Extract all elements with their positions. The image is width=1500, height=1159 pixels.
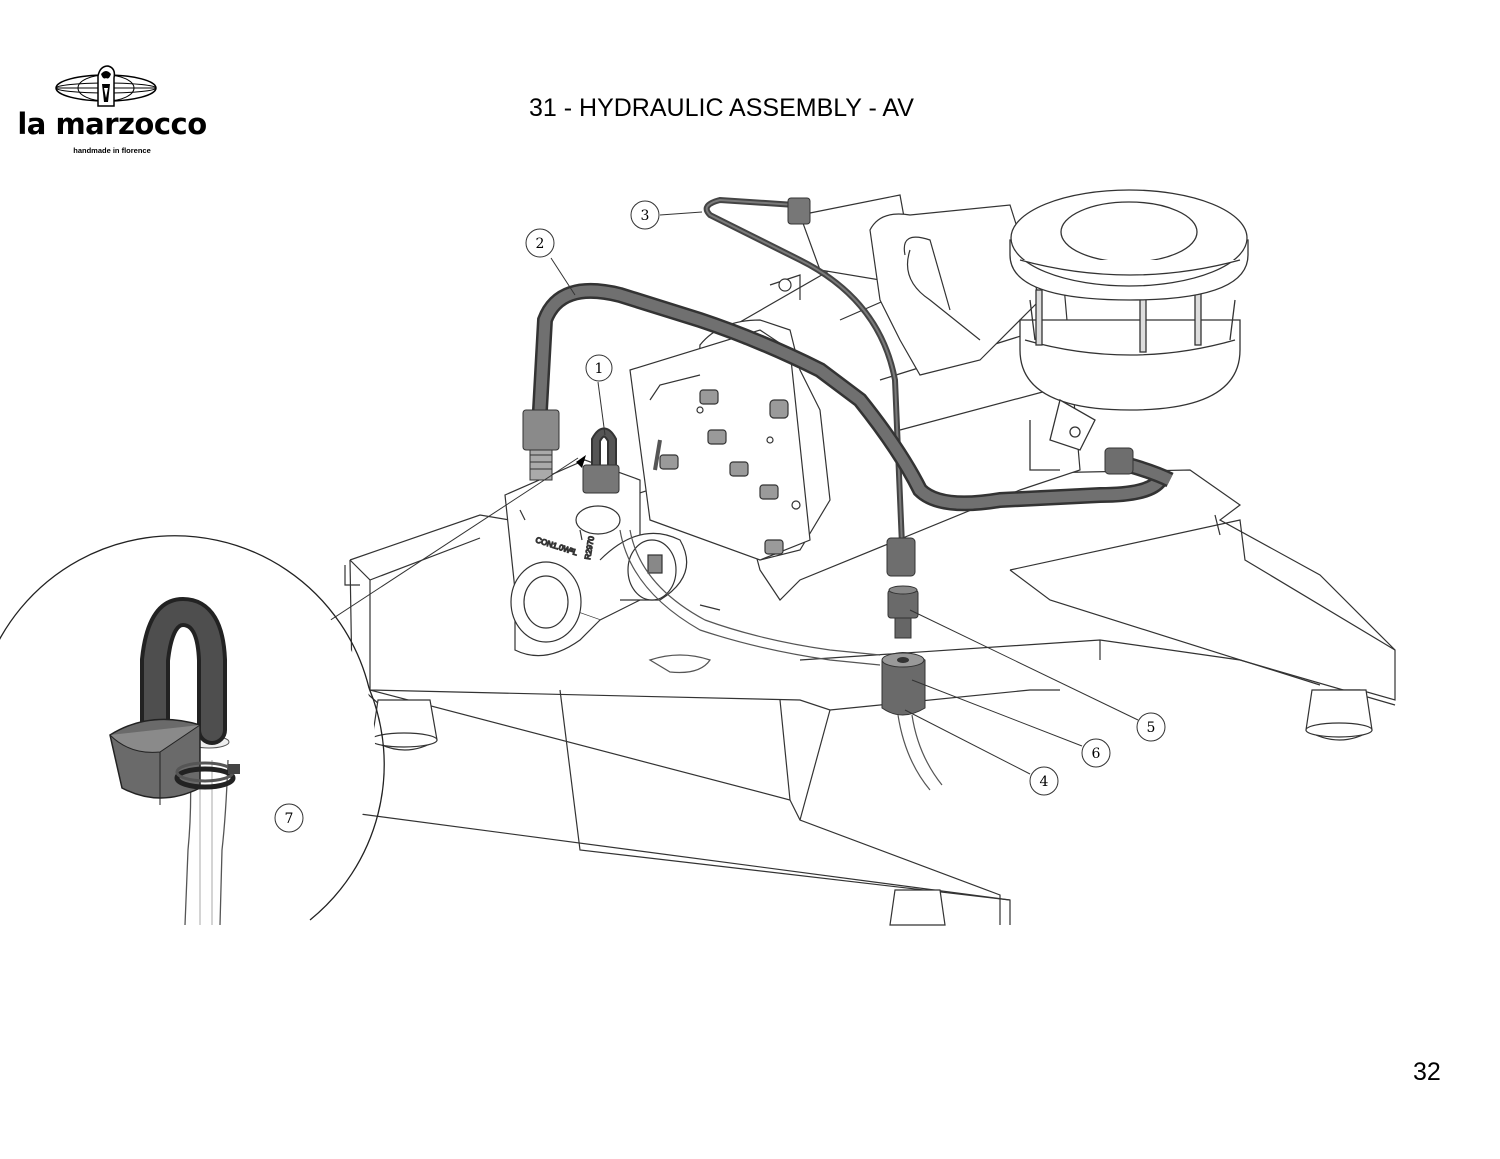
valve-block: CON1.0W²L R2970 xyxy=(504,459,688,657)
hose-3 xyxy=(703,196,916,577)
expansion-tank xyxy=(1009,189,1249,471)
svg-text:1: 1 xyxy=(595,361,604,377)
marzocco-lion-globe-icon xyxy=(55,65,157,107)
part-4-tube xyxy=(897,714,943,791)
callout-3: 3 xyxy=(630,200,660,230)
direction-arrow-icon xyxy=(576,455,586,468)
part-1-u-tube xyxy=(576,427,620,494)
brand-name: la marzocco xyxy=(17,107,207,141)
brand-tagline: handmade in florence xyxy=(73,146,151,155)
svg-text:7: 7 xyxy=(285,811,294,827)
hose-2 xyxy=(532,282,1174,512)
svg-text:2: 2 xyxy=(536,236,545,252)
callout-1: 1 xyxy=(585,354,613,382)
svg-text:4: 4 xyxy=(1040,774,1049,790)
hydraulic-assembly-drawing: CON1.0W²L R2970 xyxy=(0,189,1396,930)
page-number: 32 xyxy=(1413,1058,1441,1086)
flange-plate xyxy=(629,329,811,561)
svg-text:3: 3 xyxy=(641,208,650,224)
detail-zoom-view xyxy=(0,535,385,930)
page-title: 31 - HYDRAULIC ASSEMBLY - AV xyxy=(529,94,914,122)
callout-5: 5 xyxy=(1136,712,1166,742)
chassis-feet xyxy=(370,689,1373,926)
part-5-adapter xyxy=(887,585,919,639)
hose-2-fitting xyxy=(522,409,560,481)
callout-6: 6 xyxy=(1081,738,1111,768)
svg-text:6: 6 xyxy=(1092,746,1101,762)
callout-4: 4 xyxy=(1029,766,1059,796)
callout-2: 2 xyxy=(525,228,555,258)
pump-housing xyxy=(769,194,1041,376)
svg-text:5: 5 xyxy=(1147,720,1156,736)
clear-tubing xyxy=(619,529,881,674)
brand-logo: la marzocco handmade in florence xyxy=(10,62,207,162)
callout-7: 7 xyxy=(274,803,304,833)
part-6-nut xyxy=(881,652,926,716)
